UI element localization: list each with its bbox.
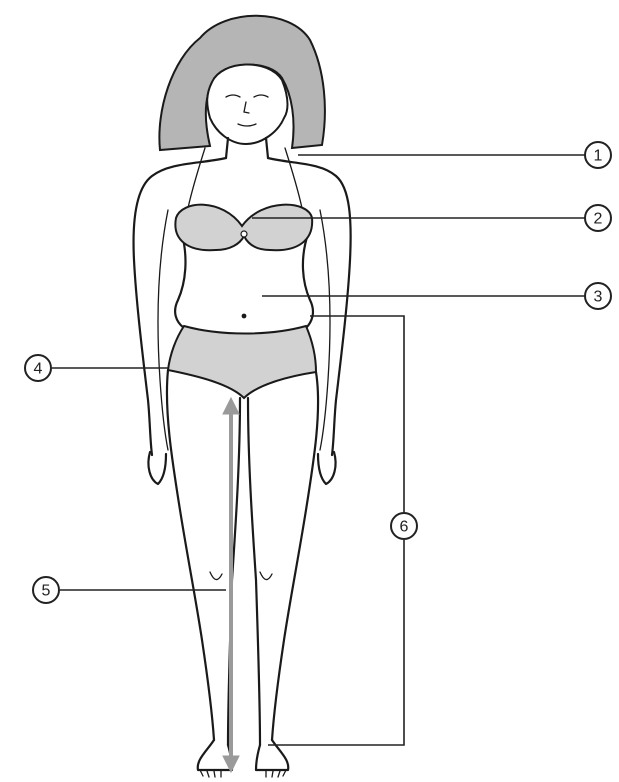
callout-6: 6 — [391, 513, 417, 539]
bikini-straps — [188, 148, 302, 208]
inseam-arrow — [223, 398, 239, 772]
callout-5: 5 — [33, 577, 59, 603]
svg-text:4: 4 — [34, 361, 43, 378]
callout-4: 4 — [25, 355, 51, 381]
face — [207, 64, 287, 144]
callout-3: 3 — [585, 283, 611, 309]
svg-text:2: 2 — [594, 211, 603, 228]
waist-right — [303, 234, 313, 328]
svg-text:3: 3 — [594, 289, 603, 306]
left-foot — [198, 740, 232, 770]
bikini-top — [175, 205, 312, 251]
bikini-bottom — [168, 326, 316, 398]
svg-text:5: 5 — [42, 583, 51, 600]
right-leg-inner — [248, 398, 260, 745]
waist-left — [175, 234, 185, 328]
callout-2: 2 — [585, 205, 611, 231]
right-inner-arm — [320, 210, 330, 450]
svg-text:6: 6 — [400, 519, 409, 536]
right-hand — [318, 452, 336, 484]
navel — [242, 314, 247, 319]
torso-right-outline — [268, 158, 351, 455]
left-leg-outer — [167, 370, 214, 740]
svg-text:1: 1 — [594, 148, 603, 165]
right-leg-outer — [272, 372, 318, 740]
leader-6-bottom — [268, 540, 404, 745]
callout-1: 1 — [585, 142, 611, 168]
left-hand — [148, 452, 166, 484]
torso-left-outline — [134, 158, 226, 455]
left-knee — [210, 572, 222, 580]
left-inner-arm — [158, 210, 168, 450]
right-knee — [260, 572, 272, 580]
